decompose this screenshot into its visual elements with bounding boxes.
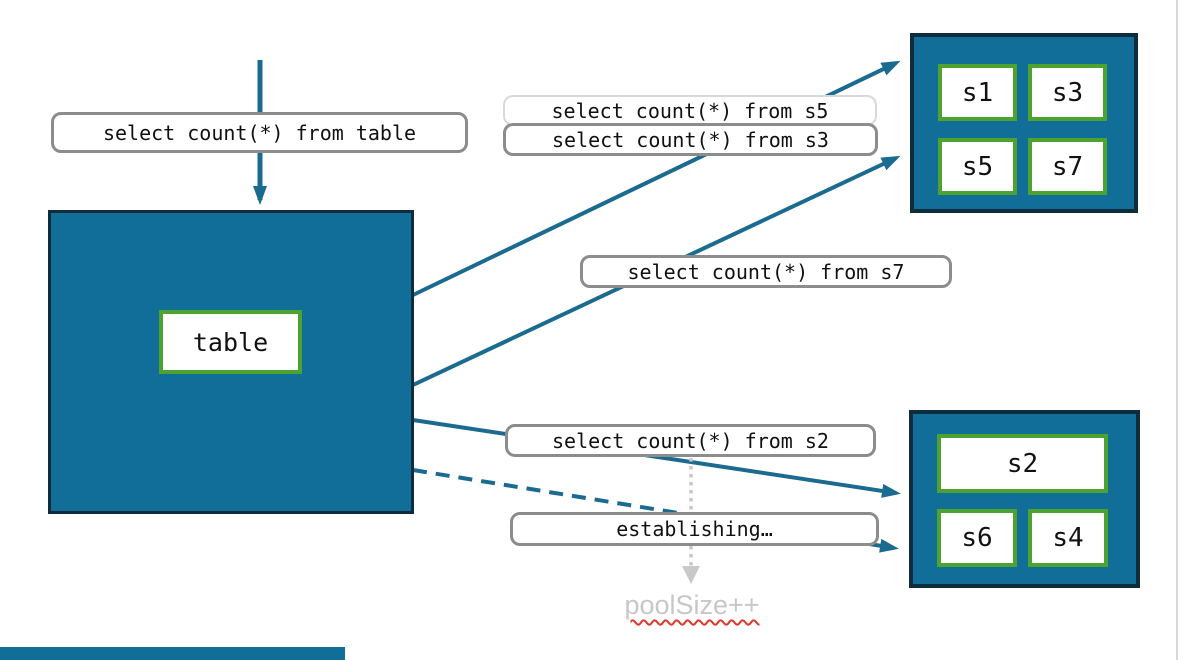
query-label-s3: select count(*) from s3 bbox=[503, 123, 878, 156]
shard-s5-text: s5 bbox=[961, 151, 994, 182]
shard-s7-text: s7 bbox=[1051, 151, 1084, 182]
poolsize-text: poolSize++ bbox=[624, 590, 760, 620]
table-node-label: table bbox=[159, 310, 302, 374]
shard-s6: s6 bbox=[937, 509, 1017, 567]
query-text-table: select count(*) from table bbox=[102, 120, 417, 145]
shard-s1-text: s1 bbox=[961, 77, 994, 108]
shard-s3-text: s3 bbox=[1051, 77, 1084, 108]
shard-s2: s2 bbox=[937, 434, 1108, 493]
shard-s4-text: s4 bbox=[1052, 523, 1084, 553]
status-text-establishing: establishing… bbox=[616, 517, 773, 541]
query-text-s2: select count(*) from s2 bbox=[552, 428, 829, 453]
status-label-establishing: establishing… bbox=[510, 512, 879, 546]
shard-group-bottom: s2 s6 s4 bbox=[909, 410, 1140, 588]
table-node-text: table bbox=[192, 327, 269, 357]
query-label-table: select count(*) from table bbox=[51, 112, 468, 153]
query-text-s3: select count(*) from s3 bbox=[552, 127, 829, 152]
arrow-table-establishing bbox=[412, 468, 899, 553]
slide-right-edge bbox=[1176, 0, 1178, 660]
poolsize-annotation: poolSize++ bbox=[602, 590, 782, 621]
shard-s2-text: s2 bbox=[1006, 448, 1039, 479]
shard-s3: s3 bbox=[1028, 64, 1107, 121]
shard-s4: s4 bbox=[1028, 509, 1108, 567]
bottom-edge-bar bbox=[0, 647, 345, 660]
query-text-s7: select count(*) from s7 bbox=[627, 259, 905, 284]
poolsize-arrowhead bbox=[682, 566, 700, 584]
query-text-s5: select count(*) from s5 bbox=[551, 98, 829, 123]
query-label-s7: select count(*) from s7 bbox=[580, 255, 952, 288]
shard-s6-text: s6 bbox=[961, 523, 993, 553]
query-label-s5: select count(*) from s5 bbox=[503, 95, 877, 126]
shard-group-top: s1 s3 s5 s7 bbox=[910, 33, 1138, 213]
shard-s5: s5 bbox=[938, 138, 1017, 195]
table-node-box: table bbox=[48, 210, 414, 514]
shard-s7: s7 bbox=[1028, 138, 1107, 195]
shard-s1: s1 bbox=[938, 64, 1017, 121]
query-label-s2: select count(*) from s2 bbox=[505, 424, 876, 457]
